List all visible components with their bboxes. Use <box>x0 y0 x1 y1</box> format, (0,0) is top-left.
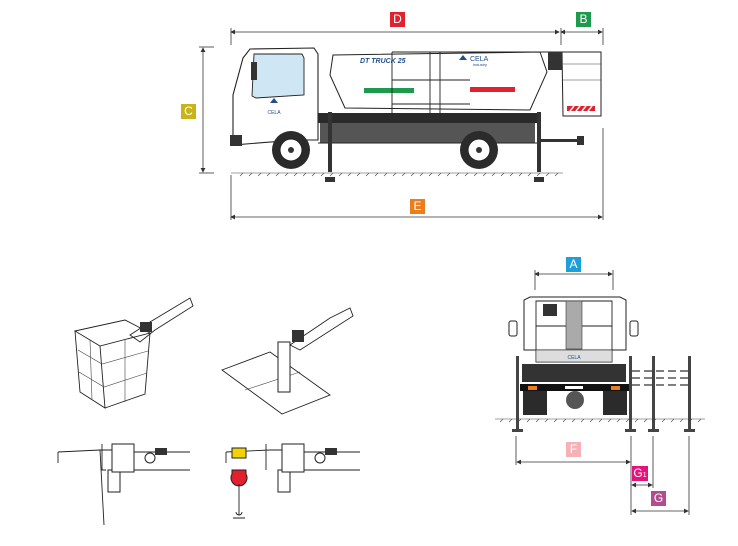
rear-stabilizer <box>537 112 541 172</box>
label-g-text: G <box>653 491 664 505</box>
boom-logo: CELA <box>470 56 489 63</box>
label-e: E <box>410 199 425 214</box>
label-e-text: E <box>413 199 422 213</box>
truck-side-view: CELA DT TRUCK 25 CELA industry <box>199 28 604 220</box>
winch-weight <box>230 469 248 487</box>
winch-accessory-side <box>225 443 360 519</box>
label-b: B <box>576 12 591 27</box>
svg-text:industry: industry <box>473 62 487 67</box>
winch-block <box>231 447 247 459</box>
truck-rear-view: CELA <box>495 270 705 515</box>
label-c-text: C <box>184 104 193 118</box>
chassis-frame <box>320 123 535 143</box>
label-b-text: B <box>579 12 588 26</box>
basket-accessory-side <box>57 443 190 526</box>
label-f: F <box>566 442 581 457</box>
model-logo: DT TRUCK 25 <box>360 58 406 65</box>
label-g1: G1 <box>632 466 648 481</box>
label-c: C <box>181 104 196 119</box>
label-d-text: D <box>393 12 402 26</box>
cab-logo: CELA <box>267 110 281 116</box>
basket-accessory-iso <box>73 297 194 409</box>
side-basket <box>561 51 602 117</box>
front-stabilizer <box>328 112 332 172</box>
label-a: A <box>566 257 581 272</box>
plate-accessory-iso <box>221 307 354 415</box>
side-mirror <box>251 62 257 80</box>
label-a-text: A <box>569 257 578 271</box>
label-g: G <box>651 491 666 506</box>
cab-window <box>251 53 305 99</box>
label-g1-subscript: 1 <box>642 472 647 479</box>
chassis-deck <box>318 113 540 123</box>
label-d: D <box>390 12 405 27</box>
label-f-text: F <box>569 442 578 456</box>
label-g1-text: G <box>633 466 643 480</box>
svg-text:CELA: CELA <box>567 355 581 361</box>
